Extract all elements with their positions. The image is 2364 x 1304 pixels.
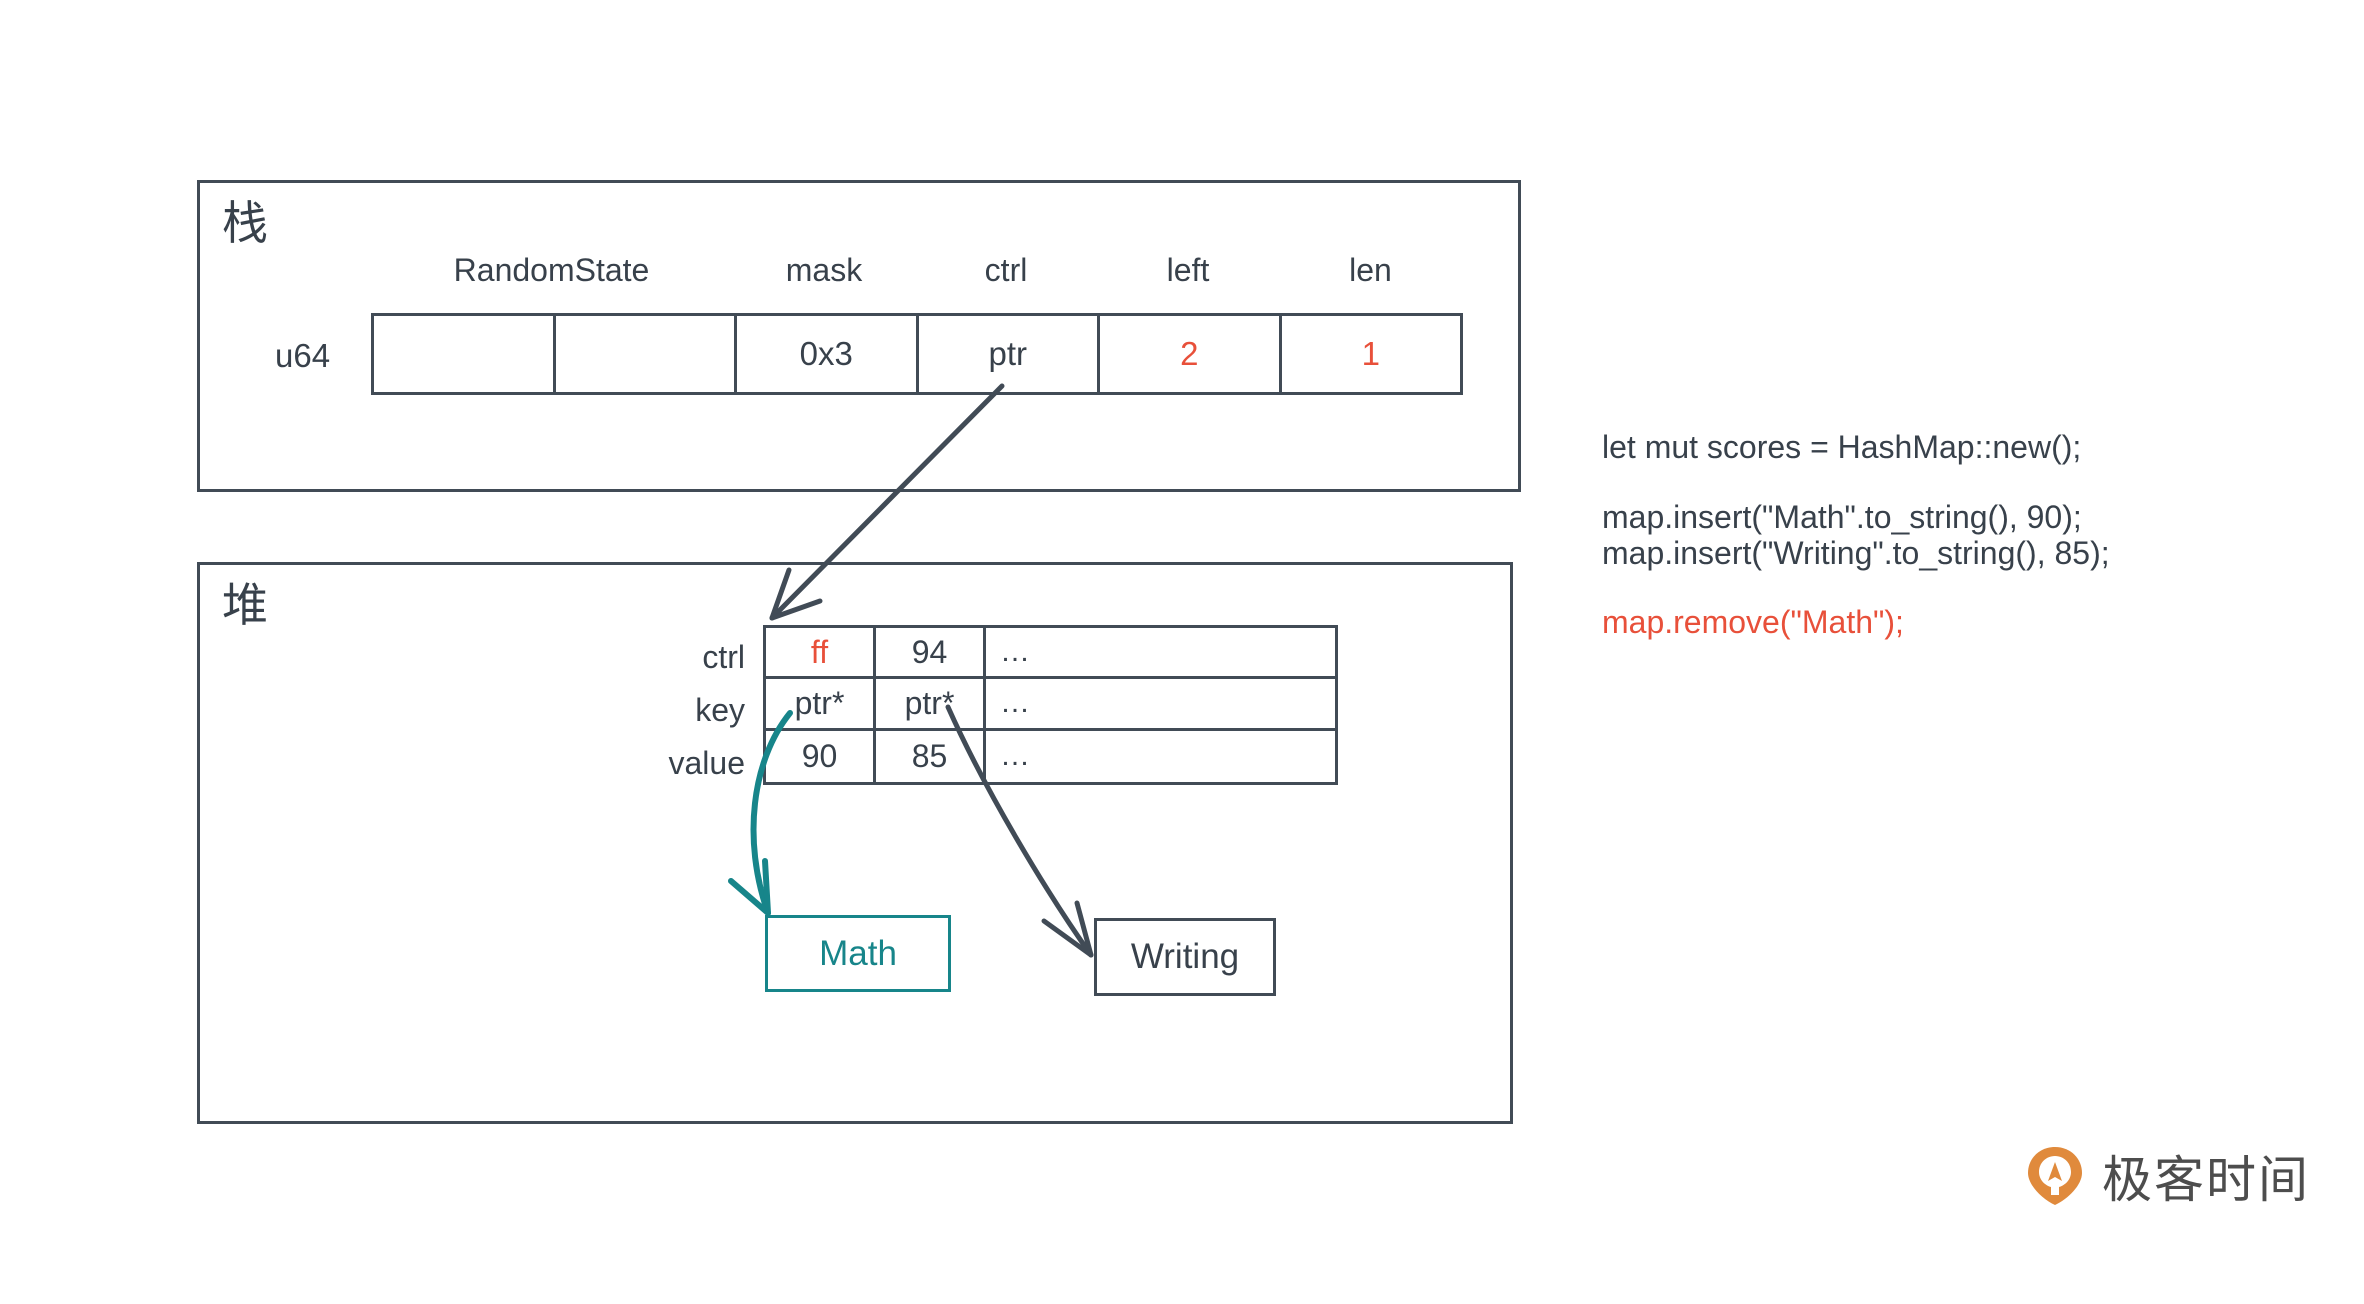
string-box-math: Math xyxy=(765,915,951,992)
stack-header-ctrl: ctrl xyxy=(984,252,1028,288)
code-panel: let mut scores = HashMap::new();map.inse… xyxy=(1602,429,2282,675)
stack-cell-2: 0x3 xyxy=(737,316,919,392)
heap-row-label-ctrl: ctrl xyxy=(702,639,745,675)
heap-region xyxy=(197,562,1513,1124)
heap-cell-key-0: ptr* xyxy=(766,679,876,728)
heap-region-title: 堆 xyxy=(222,579,268,631)
brand-logo-text: 极客时间 xyxy=(2102,1152,2310,1208)
string-box-writing: Writing xyxy=(1094,918,1276,996)
heap-cell-key-1: ptr* xyxy=(876,679,986,728)
heap-cell-value-1: 85 xyxy=(876,730,986,782)
heap-row-key: ptr*ptr* … xyxy=(766,679,1335,731)
heap-row-label-value: value xyxy=(668,745,746,781)
brand-logo: 极客时间 xyxy=(2024,1140,2310,1212)
stack-cell-1 xyxy=(556,316,737,392)
heap-cell-ctrl-0: ff xyxy=(766,628,876,677)
stack-cell-3: ptr xyxy=(919,316,1100,392)
stack-type-label: u64 xyxy=(275,337,331,374)
code-line: map.remove("Math"); xyxy=(1602,604,1904,641)
code-block-0: let mut scores = HashMap::new(); xyxy=(1602,429,2282,466)
stack-region-title: 栈 xyxy=(222,197,268,249)
code-block-1: map.insert("Math".to_string(), 90);map.i… xyxy=(1602,498,2282,572)
stack-header-mask: mask xyxy=(785,252,863,288)
code-block-2: map.remove("Math"); xyxy=(1602,605,2282,641)
heap-cell-value-2: … xyxy=(1000,739,1032,773)
stack-header-randomstate: RandomState xyxy=(453,252,650,288)
heap-cell-ctrl-2: … xyxy=(1000,635,1032,669)
heap-cell-value-0: 90 xyxy=(766,730,876,782)
stack-column-headers: RandomState mask ctrl left len xyxy=(370,252,1462,292)
heap-row-label-key: key xyxy=(695,692,745,728)
code-line: map.insert("Math".to_string(), 90); xyxy=(1602,498,2082,535)
heap-cell-key-2: … xyxy=(1000,686,1032,720)
code-line: map.insert("Writing".to_string(), 85); xyxy=(1602,534,2110,571)
stack-cell-5: 1 xyxy=(1361,335,1380,372)
stack-cell-4: 2 xyxy=(1100,316,1282,392)
stack-header-left: left xyxy=(1166,252,1210,288)
geektime-logo-icon xyxy=(2024,1145,2086,1207)
heap-cell-ctrl-1: 94 xyxy=(876,628,986,677)
stack-header-len: len xyxy=(1349,252,1392,288)
code-line: let mut scores = HashMap::new(); xyxy=(1602,429,2082,465)
stack-cell-0 xyxy=(374,316,556,392)
